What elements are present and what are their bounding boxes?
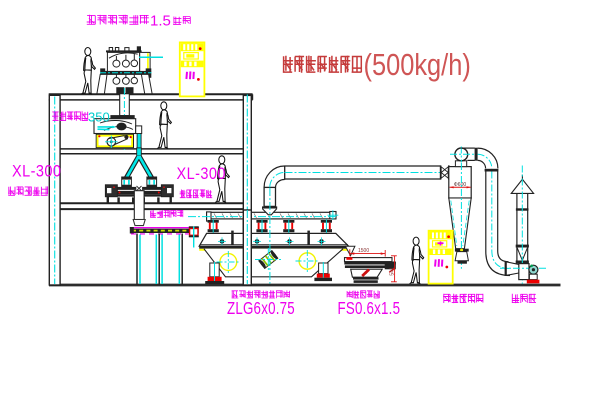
svg-text:XL-300: XL-300 [12,163,61,181]
svg-text:541: 541 [389,267,395,276]
svg-text:ZLG6x0.75: ZLG6x0.75 [227,299,295,318]
svg-text:(500kg/h): (500kg/h) [364,48,471,83]
svg-text:1500: 1500 [358,248,369,254]
svg-text:1.5: 1.5 [150,12,171,29]
svg-text:350: 350 [88,110,110,125]
svg-text:Φ600: Φ600 [454,182,467,188]
svg-text:XL-300: XL-300 [177,165,226,183]
svg-text:FS0.6x1.5: FS0.6x1.5 [338,299,401,318]
